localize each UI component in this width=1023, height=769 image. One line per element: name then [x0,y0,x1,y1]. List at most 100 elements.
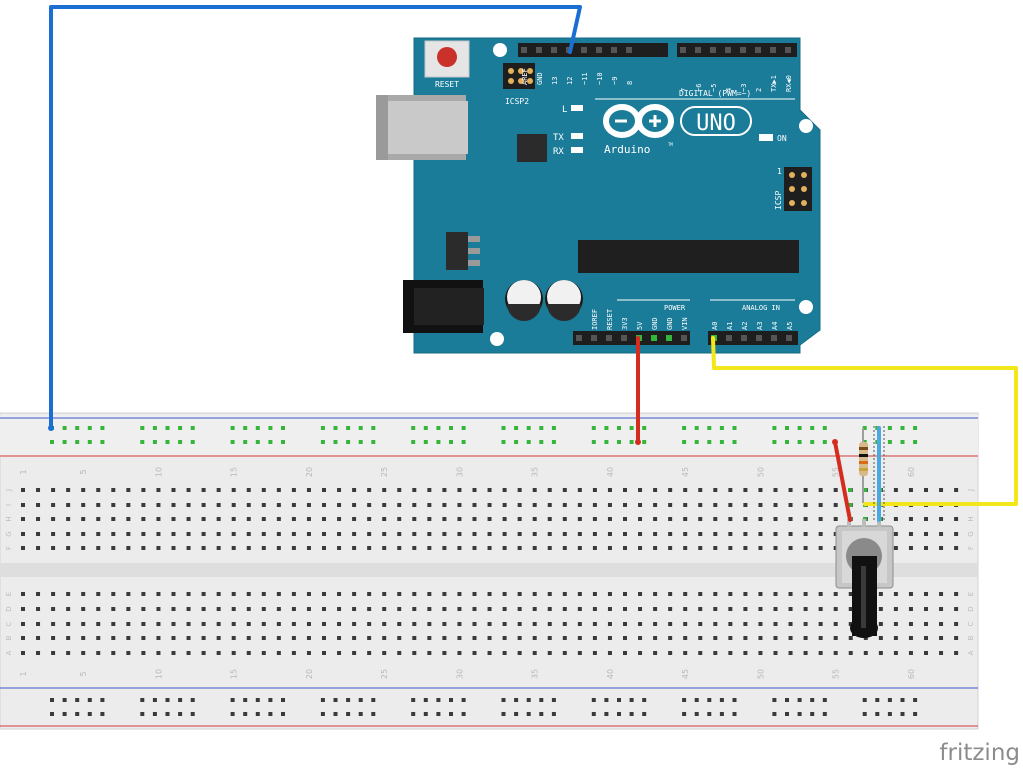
breadboard-hole [337,592,342,596]
column-number: 35 [531,669,540,679]
breadboard-hole [517,503,522,507]
breadboard-hole [547,592,552,596]
breadboard-hole [698,651,703,655]
digital-pin-label: 12 [566,77,574,85]
breadboard-hole [713,546,718,550]
wire-gnd-blue[interactable] [49,5,582,430]
breadboard-hole [367,592,372,596]
breadboard-hole [186,607,191,611]
breadboard-hole [878,592,883,596]
breadboard-hole [382,607,387,611]
breadboard-hole [653,517,658,521]
resistor-band [859,447,868,450]
led-on [759,134,773,141]
column-number: 30 [455,467,464,477]
breadboard-hole [442,651,447,655]
breadboard-hole [442,532,447,536]
digital-pin-label: 7 [680,88,688,92]
reset-button[interactable]: RESET [424,40,470,89]
digital-header-left [518,43,668,57]
wire-end [48,425,54,431]
breadboard-hole [908,546,913,550]
breadboard-hole [111,592,116,596]
rail-hole [411,712,416,716]
breadboard-hole [788,636,793,640]
led-l-label: L [562,105,567,115]
breadboard-hole [803,592,808,596]
breadboard-hole [111,651,116,655]
breadboard-hole [397,636,402,640]
breadboard-hole [472,636,477,640]
breadboard-hole [517,651,522,655]
breadboard-hole [412,636,417,640]
breadboard-hole [291,651,296,655]
breadboard-hole [803,636,808,640]
breadboard-hole [21,546,25,550]
breadboard-hole [908,488,913,492]
arduino-uno-board[interactable]: RESET ICSP2 L TX RX [0,0,821,354]
resistor[interactable]: resistor [0,0,868,503]
breadboard-hole [562,532,567,536]
rail-hole [694,712,699,716]
breadboard-hole [924,488,928,492]
breadboard-hole [728,592,733,596]
rail-hole [411,440,416,444]
breadboard-hole [743,517,748,521]
rail-hole [551,712,556,716]
rail-hole [281,426,285,430]
breadboard-hole [141,546,146,550]
rail-hole [539,426,544,430]
header-pin-hole [725,47,731,53]
column-number: 25 [380,669,389,679]
rail-hole [100,440,105,444]
breadboard-hole [201,517,206,521]
rail-hole [75,712,80,716]
breadboard-hole [517,636,522,640]
breadboard-hole [427,488,432,492]
breadboard-hole [352,607,357,611]
breadboard-hole [322,532,326,536]
breadboard-hole [51,622,56,626]
breadboard-hole [562,503,567,507]
rail-hole [178,440,183,444]
breadboard-hole [954,607,959,611]
potentiometer[interactable]: potentiometer [0,0,894,638]
wire-a0-yellow[interactable] [711,336,1018,506]
potentiometer-name: potentiometer [0,0,8,1]
breadboard-hole [517,532,522,536]
breadboard-hole [276,651,281,655]
breadboard-hole [291,503,296,507]
breadboard-hole [36,503,41,507]
breadboard-hole [171,636,176,640]
breadboard-hole [954,488,959,492]
breadboard-hole [683,607,688,611]
breadboard-hole [623,488,627,492]
resistor-band [859,461,868,464]
breadboard-hole [502,546,507,550]
header-pin-hole [740,47,746,53]
analog-section-label: ANALOG IN [742,304,780,312]
breadboard-hole [924,592,928,596]
rail-hole [875,698,880,702]
rail-hole [591,426,596,430]
breadboard-hole [577,651,582,655]
breadboard-hole [96,488,101,492]
rail-hole [810,426,815,430]
rail-hole [152,698,157,702]
rail-hole [810,712,815,716]
breadboard-hole [623,607,627,611]
breadboard-hole [81,488,86,492]
wire-pot-power-red[interactable] [833,440,852,522]
breadboard-hole [126,651,131,655]
breadboard-hole [653,488,658,492]
rail-hole [514,712,519,716]
breadboard-hole [397,546,402,550]
breadboard-hole [96,607,101,611]
breadboard-hole [698,532,703,536]
breadboard-hole [96,592,101,596]
rail-hole [913,426,918,430]
breadboard-hole [201,546,206,550]
rail-hole [604,698,609,702]
rail-hole [152,712,157,716]
row-letter: J [967,489,975,492]
